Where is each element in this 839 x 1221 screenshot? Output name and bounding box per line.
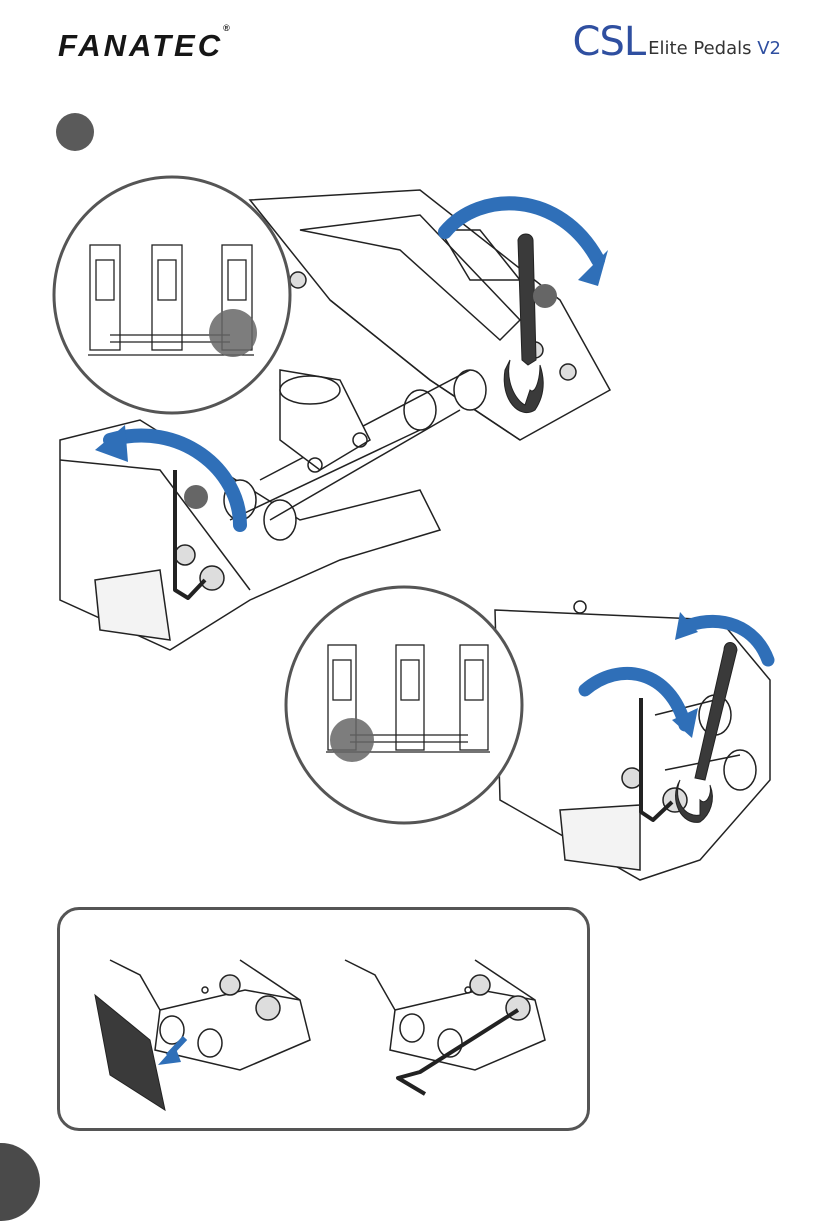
end-cap-panel-right	[345, 960, 545, 1070]
end-cap-cover	[95, 995, 165, 1110]
end-cap-removal-illustration	[0, 0, 839, 1191]
